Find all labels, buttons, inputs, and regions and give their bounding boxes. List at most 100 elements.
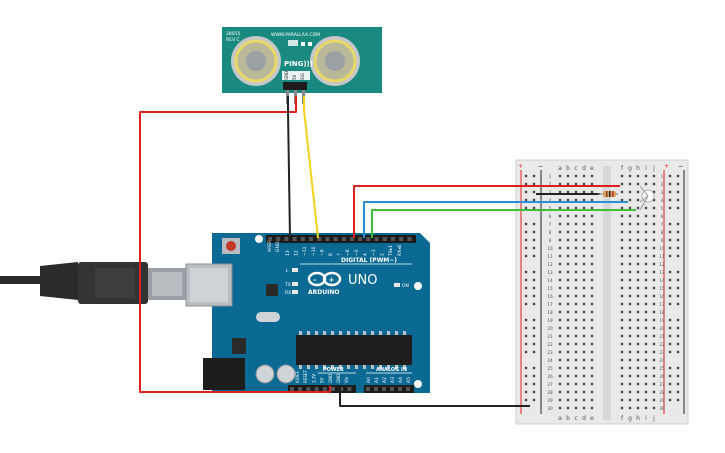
rail-hole [668,382,672,386]
breadboard-hole [644,270,648,274]
breadboard-hole [558,182,562,186]
breadboard-hole [566,262,570,266]
digital-pin-label: TX▸1 [388,245,394,257]
breadboard-hole [628,286,632,290]
breadboard-hole [590,198,594,202]
sensor-pin-label: 5V [292,74,297,80]
breadboard-hole [628,366,632,370]
breadboard-hole [574,350,578,354]
breadboard-hole [566,334,570,338]
rail-hole [668,366,672,370]
breadboard-hole [620,222,624,226]
breadboard-hole [582,254,586,258]
breadboard-hole [652,238,656,242]
row-label: 7 [661,222,664,227]
breadboard-hole [620,246,624,250]
breadboard-hole [582,310,586,314]
rail-hole [676,254,680,258]
rail-hole [676,318,680,322]
rail-hole [668,222,672,226]
row-label: 5 [661,206,664,211]
breadboard-hole [566,270,570,274]
rail-hole [668,254,672,258]
breadboard-hole [582,214,586,218]
breadboard-hole [636,350,640,354]
row-label: 9 [549,238,552,243]
header-hole [268,237,272,241]
breadboard-hole [590,350,594,354]
breadboard-hole [620,174,624,178]
breadboard-hole [574,238,578,242]
breadboard-hole [636,294,640,298]
breadboard-hole [636,230,640,234]
header-hole [399,237,404,241]
header-hole [341,237,346,241]
breadboard-hole [558,350,562,354]
rail-hole [532,222,536,226]
breadboard-hole [590,382,594,386]
row-label: 25 [547,366,553,371]
breadboard-hole [582,374,586,378]
breadboard-hole [558,374,562,378]
breadboard-hole [644,374,648,378]
row-label: 29 [659,398,665,403]
breadboard-hole [652,246,656,250]
analog-pin-label: A2 [382,377,388,383]
breadboard-hole [582,198,586,202]
breadboard-hole [590,206,594,210]
breadboard-hole [620,230,624,234]
header-hole [292,237,297,241]
breadboard-hole [644,246,648,250]
rail-hole [524,286,528,290]
breadboard-hole [652,398,656,402]
column-label: c [574,415,577,422]
breadboard-hole [582,302,586,306]
rail-hole [532,302,536,306]
row-label: 21 [659,334,665,339]
breadboard-hole [628,406,632,410]
breadboard-hole [628,382,632,386]
header-hole [374,387,378,391]
analog-pin-label: A5 [406,377,412,383]
header-hole [322,387,327,391]
chip-pin [307,365,310,369]
rail-hole [524,206,528,210]
breadboard-hole [582,174,586,178]
breadboard-hole [558,262,562,266]
wire-yellow-signal [303,96,319,239]
breadboard-hole [558,390,562,394]
breadboard-hole [620,182,624,186]
rail-hole [668,270,672,274]
row-label: 26 [659,374,665,379]
breadboard-hole [636,238,640,242]
breadboard-hole [558,326,562,330]
power-pin-label: 5V [320,377,325,383]
breadboard-hole [582,382,586,386]
column-label: i [645,165,647,172]
breadboard-hole [644,182,648,186]
breadboard-hole [566,198,570,202]
breadboard-hole [574,182,578,186]
breadboard-hole [620,398,624,402]
rail-hole [676,326,680,330]
dc-jack [203,358,245,390]
breadboard-hole [582,294,586,298]
breadboard-hole [620,390,624,394]
breadboard-hole [620,342,624,346]
breadboard-hole [636,174,640,178]
rail-hole [676,350,680,354]
rail-hole [668,342,672,346]
breadboard-hole [574,246,578,250]
breadboard-hole [620,270,624,274]
rail-hole [524,366,528,370]
chip-pin [339,331,342,335]
header-hole [290,387,294,391]
breadboard-hole [644,334,648,338]
led-rx-label: RX [285,290,291,296]
breadboard-hole [590,278,594,282]
row-label: 3 [661,190,664,195]
header-hole [406,387,410,391]
breadboard-hole [574,334,578,338]
breadboard-hole [574,374,578,378]
